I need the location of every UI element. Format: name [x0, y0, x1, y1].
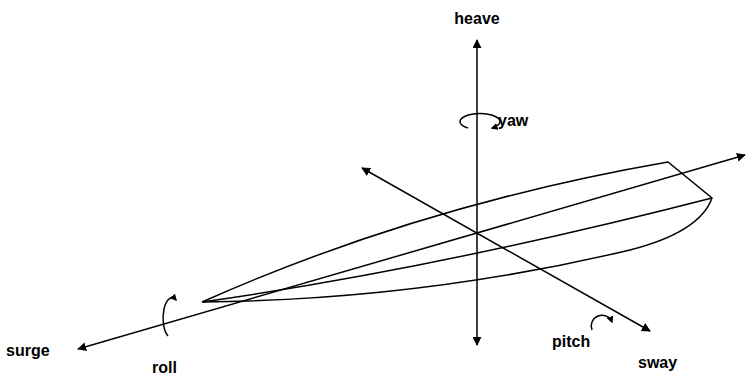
heave-axis	[476, 40, 478, 345]
heave-label: heave	[454, 10, 499, 28]
surge-axis	[78, 155, 745, 349]
hull-outline	[202, 162, 712, 302]
pitch-rotation	[591, 315, 612, 330]
yaw-label: yaw	[498, 112, 528, 130]
roll-rotation	[163, 298, 176, 336]
sway-label: sway	[638, 354, 677, 372]
pitch-label: pitch	[552, 333, 590, 351]
hull-chine	[202, 198, 712, 302]
yaw-rotation	[460, 114, 500, 128]
surge-label: surge	[6, 342, 50, 360]
sway-axis	[362, 168, 650, 331]
roll-label: roll	[152, 359, 177, 377]
